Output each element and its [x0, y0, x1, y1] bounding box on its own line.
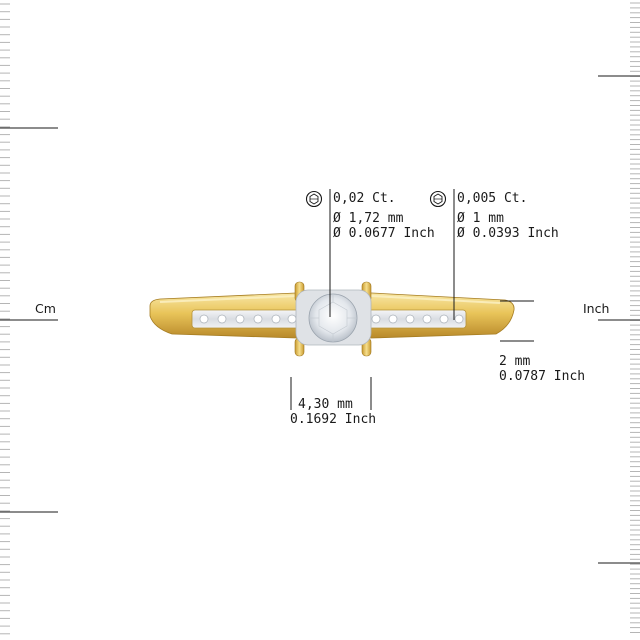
center-stone-carat: 0,02 Ct. [333, 191, 396, 206]
side-stone [287, 314, 297, 324]
side-stone [235, 314, 245, 324]
ruler-major-ticks [0, 75, 640, 564]
right-ruler-unit-label: Inch [583, 301, 610, 316]
center-stone-diameter-inch: Ø 0.0677 Inch [333, 226, 435, 241]
side-stone [439, 314, 449, 324]
left-ruler [0, 3, 10, 635]
right-ruler [630, 2, 640, 633]
side-stone [253, 314, 263, 324]
side-stone [422, 314, 432, 324]
side-stone [217, 314, 227, 324]
side-stones-diameter-inch: Ø 0.0393 Inch [457, 226, 559, 241]
side-stone [405, 314, 415, 324]
diamond-icon [429, 190, 447, 208]
ring [149, 281, 515, 357]
side-stone-channel-right [367, 309, 467, 329]
side-stones-carat: 0,005 Ct. [457, 191, 528, 206]
side-stones [199, 314, 464, 324]
band-width-inch: 0.0787 Inch [499, 369, 586, 384]
center-stone-facets [309, 294, 357, 342]
head-width-inch: 0.1692 Inch [290, 412, 377, 427]
side-stone [271, 314, 281, 324]
side-stone [454, 314, 464, 324]
side-stones-diameter-mm: Ø 1 mm [457, 211, 504, 226]
diamond-icon [305, 190, 323, 208]
side-stone [199, 314, 209, 324]
left-ruler-unit-label: Cm [35, 301, 56, 316]
side-stone [388, 314, 398, 324]
head-width-mm: 4,30 mm [298, 397, 353, 412]
center-stone-diameter-mm: Ø 1,72 mm [333, 211, 404, 226]
dimension-lines [290, 189, 534, 410]
side-stone [371, 314, 381, 324]
band-width-mm: 2 mm [499, 354, 531, 369]
